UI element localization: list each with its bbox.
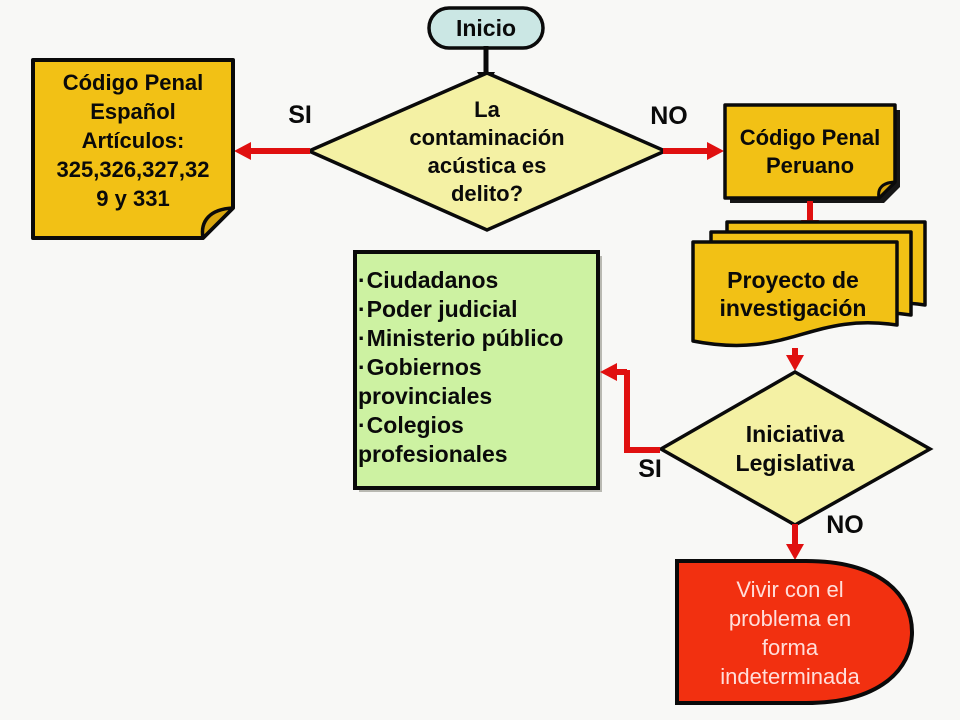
list-item-label: Colegios profesionales [358, 412, 508, 467]
spanish-code-note [31, 58, 235, 240]
bullet-icon: · [358, 325, 366, 351]
spanish-code-note-fold [200, 206, 235, 240]
list-item-label: Ministerio público [366, 325, 564, 351]
stakeholders-list: ·Ciudadanos ·Poder judicial ·Ministerio … [358, 266, 595, 469]
list-item-label: Gobiernos provinciales [358, 354, 493, 409]
peruvian-code-note-fold [877, 180, 897, 200]
bullet-icon: · [358, 354, 366, 380]
list-item: ·Poder judicial [358, 295, 595, 324]
stakeholders-box [353, 250, 602, 492]
stakeholders-box-body [353, 250, 600, 490]
arrow-project-to-decision2 [786, 348, 804, 371]
project-document-stack [691, 220, 927, 348]
list-item: ·Ministerio público [358, 324, 595, 353]
list-item: ·Gobiernos provinciales [358, 353, 595, 411]
bullet-icon: · [358, 412, 366, 438]
project-document-front [691, 240, 899, 348]
list-item-label: Ciudadanos [366, 267, 499, 293]
list-item-label: Poder judicial [366, 296, 518, 322]
decision1-diamond [304, 71, 670, 232]
bullet-icon: · [358, 296, 366, 322]
arrow-decision2-no [786, 524, 804, 560]
peruvian-code-note [723, 103, 900, 203]
spanish-code-note-body [31, 58, 235, 240]
list-item: ·Colegios profesionales [358, 411, 595, 469]
peruvian-code-note-body [723, 103, 897, 200]
arrow-decision2-si [600, 363, 660, 453]
arrow-decision1-no [663, 142, 724, 160]
list-item: ·Ciudadanos [358, 266, 595, 295]
decision2-diamond [657, 369, 934, 528]
terminal-node [675, 559, 915, 705]
arrow-decision1-si [234, 142, 310, 160]
start-node [427, 6, 545, 50]
bullet-icon: · [358, 267, 366, 293]
